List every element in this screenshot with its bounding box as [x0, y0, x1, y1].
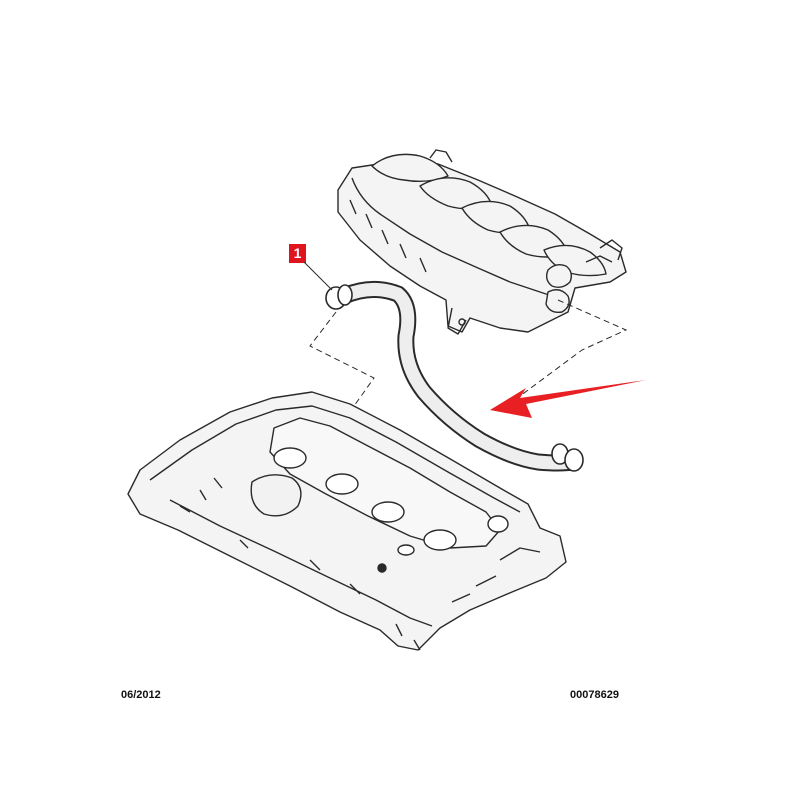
callout-label: 1	[293, 245, 302, 261]
intake-manifold	[337, 149, 627, 335]
assembly-lines	[309, 299, 628, 407]
date-code: 06/2012	[121, 689, 161, 701]
callout-marker	[289, 244, 333, 291]
callout-box	[289, 244, 306, 263]
breather-hose	[325, 281, 584, 472]
reference-number: 00078629	[570, 689, 619, 701]
valve-cover	[127, 391, 567, 651]
red-arrow	[490, 380, 646, 418]
callout-leader	[303, 261, 333, 291]
